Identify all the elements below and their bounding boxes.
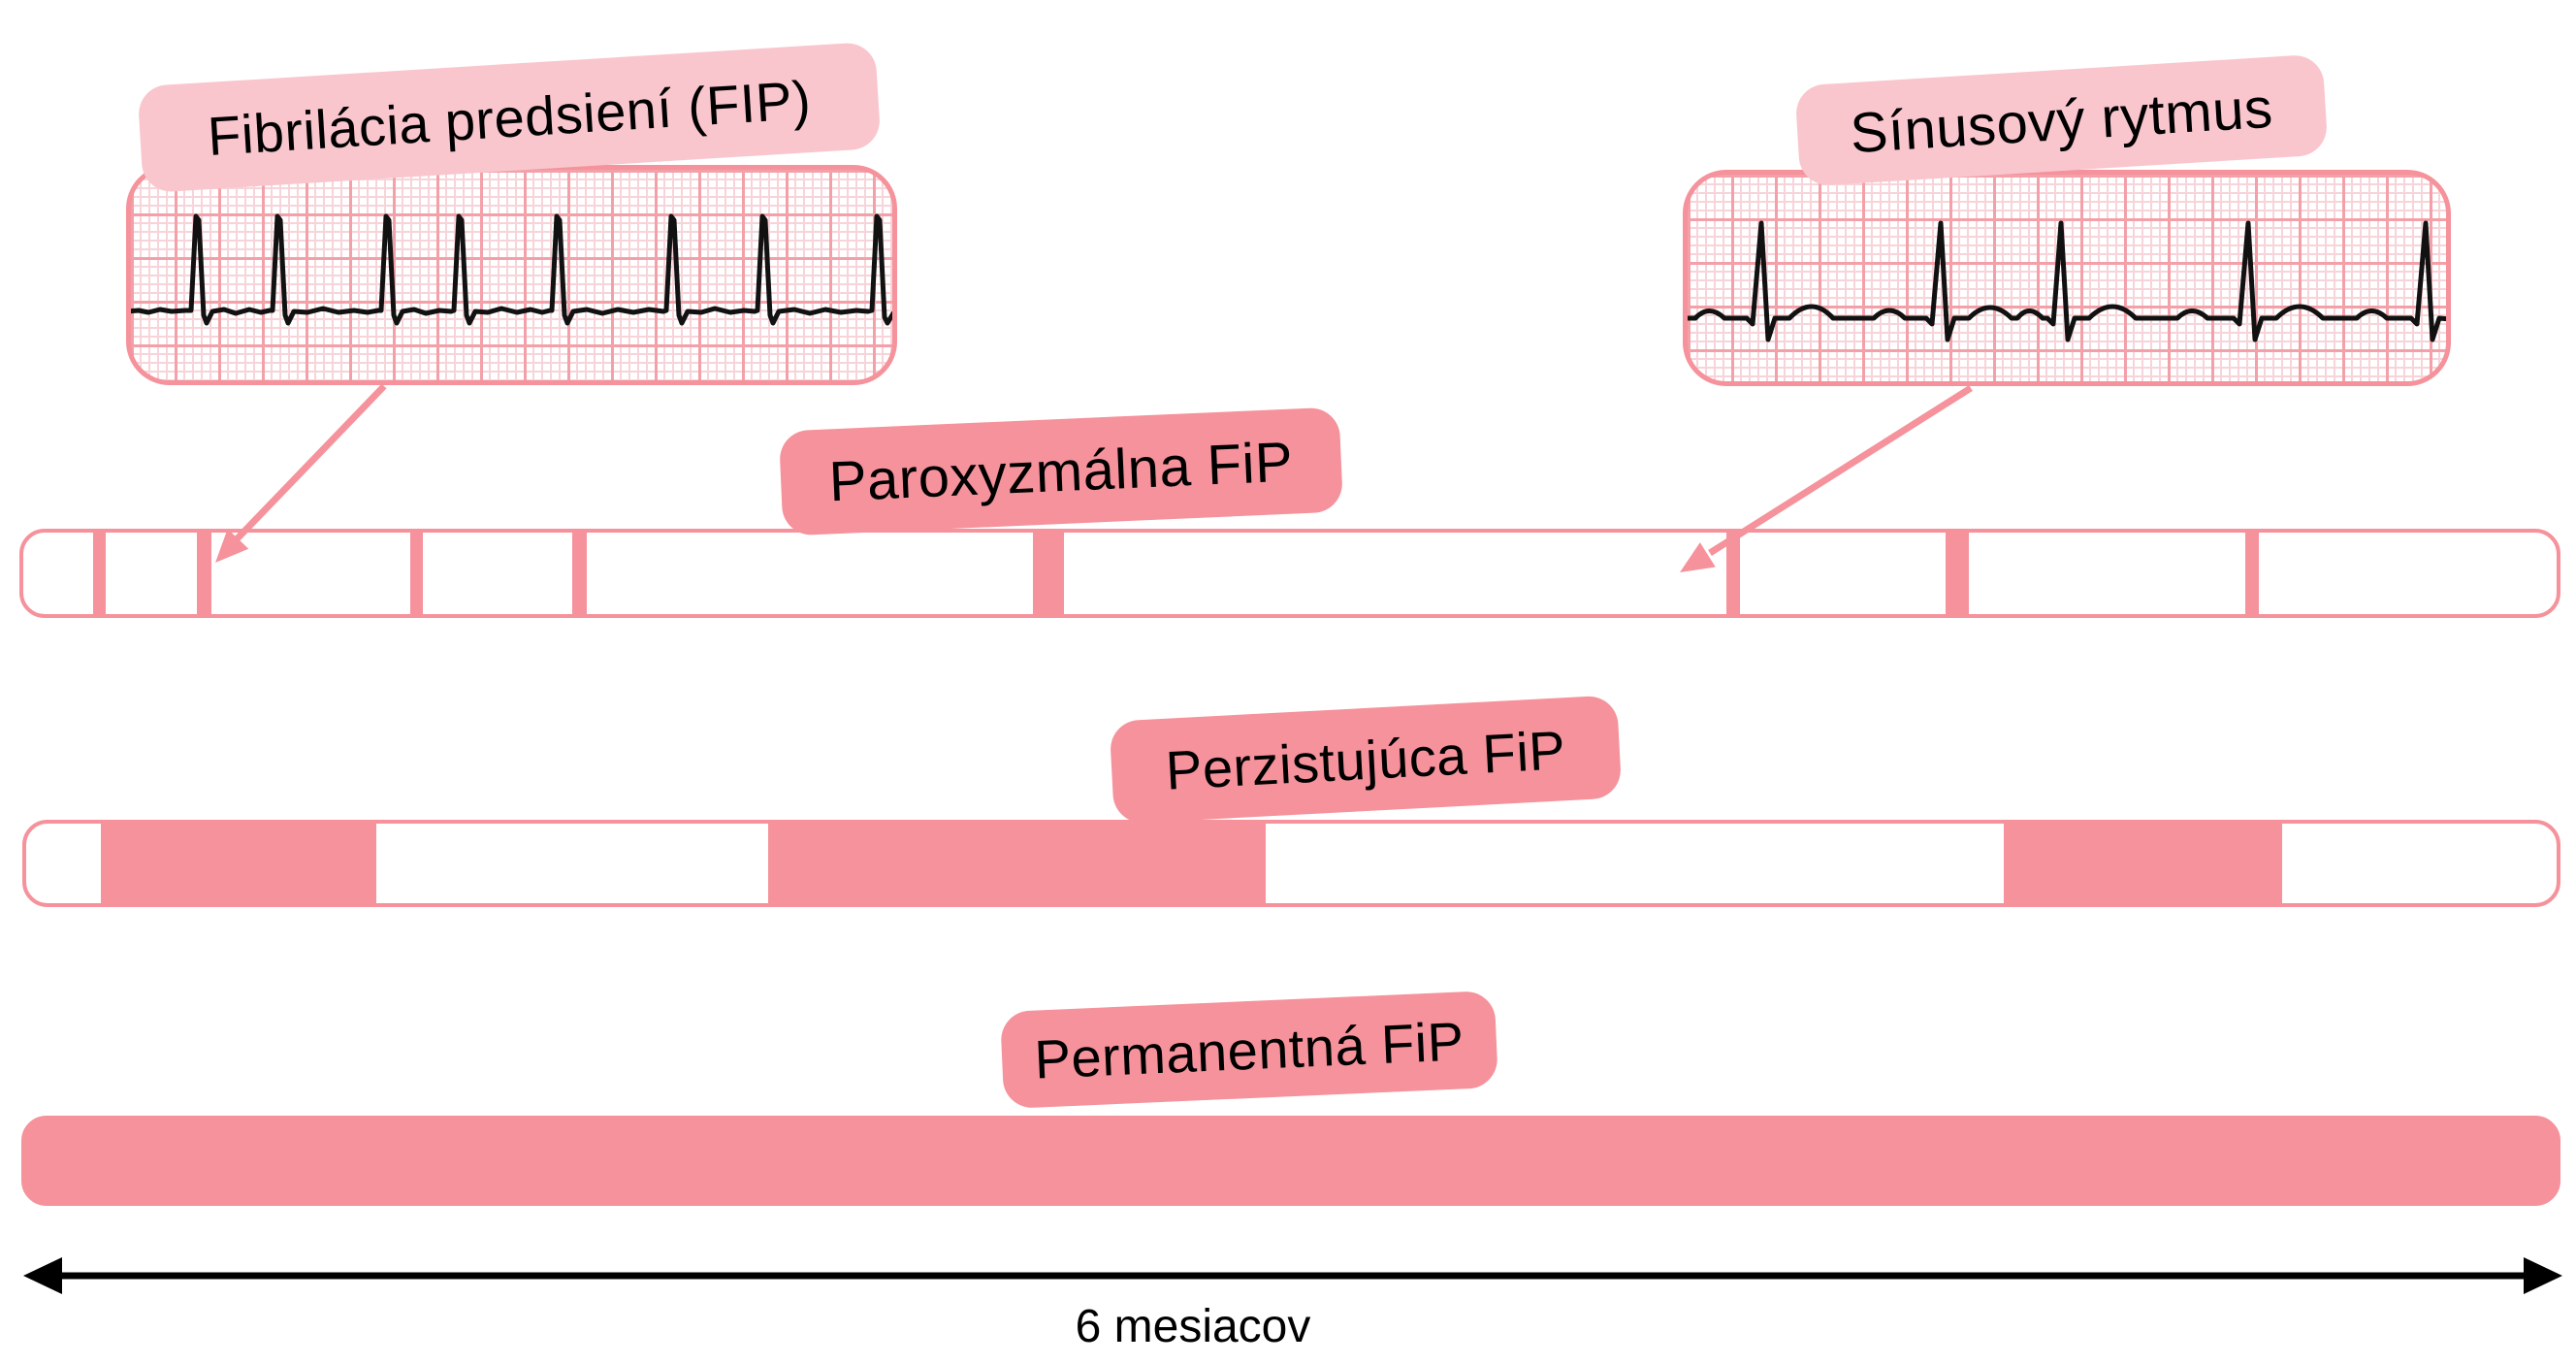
fip-episode-segment — [197, 533, 212, 614]
ecg-strip-afib — [126, 165, 897, 385]
fip-episode-segment — [1945, 533, 1969, 614]
label-paroxysmal-fip-text: Paroxyzmálna FiP — [827, 430, 1295, 513]
label-permanent-fip: Permanentná FiP — [1000, 990, 1498, 1110]
fip-episode-segment — [92, 533, 106, 614]
label-persistent-fip-text: Perzistujúca FiP — [1164, 718, 1567, 801]
label-permanent-fip-text: Permanentná FiP — [1033, 1009, 1465, 1090]
fip-episode-segment — [100, 824, 376, 903]
fip-episode-segment — [2244, 533, 2260, 614]
ecg-strip-sinus — [1683, 170, 2451, 386]
label-persistent-fip: Perzistujúca FiP — [1109, 695, 1623, 825]
fip-episode-segment — [1725, 533, 1740, 614]
label-paroxysmal-fip: Paroxyzmálna FiP — [778, 406, 1344, 536]
fip-episode-segment — [767, 824, 1267, 903]
label-sinus-rhythm: Sínusový rytmus — [1794, 53, 2329, 187]
bar-persistent-fip — [22, 820, 2560, 907]
label-sinus-rhythm-text: Sínusový rytmus — [1848, 76, 2275, 165]
fip-episode-segment — [2003, 824, 2282, 903]
sinus-ecg-trace-icon — [1688, 220, 2446, 342]
fip-episode-segment — [409, 533, 423, 614]
axis-duration-label: 6 mesiacov — [1075, 1301, 1311, 1352]
fip-episode-segment — [1032, 533, 1064, 614]
fip-episode-segment — [572, 533, 587, 614]
afib-ecg-trace-icon — [131, 213, 892, 326]
bar-paroxysmal-fip — [19, 529, 2560, 618]
label-atrial-fibrillation-text: Fibrilácia predsiení (FIP) — [206, 68, 813, 167]
bar-permanent-fip — [21, 1116, 2560, 1206]
